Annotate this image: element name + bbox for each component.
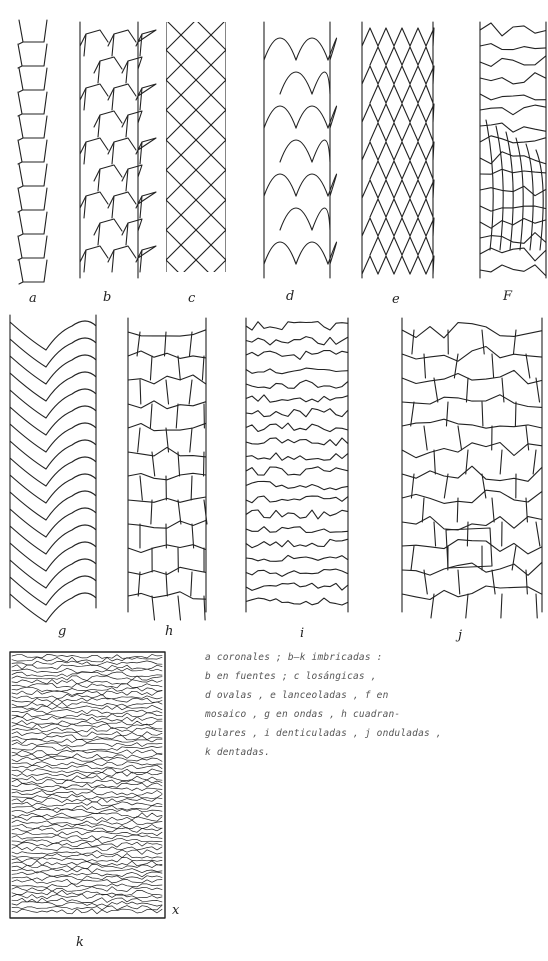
mark-x: x <box>172 903 179 918</box>
panel-h <box>128 318 207 620</box>
panel-d <box>264 22 337 278</box>
caption-line: b en fuentes ; c losángicas , <box>205 667 535 686</box>
panel-label-e: e <box>392 292 400 307</box>
panel-label-g: g <box>58 624 66 639</box>
panel-c <box>166 0 226 410</box>
caption-line: d ovalas , e lanceoladas , f en <box>205 686 535 705</box>
panel-e <box>362 22 434 278</box>
caption-line: mosaico , g en ondas , h cuadran- <box>205 705 535 724</box>
caption-line: a coronales ; b—k imbricadas : <box>205 648 535 667</box>
panel-label-a: a <box>29 291 37 306</box>
panel-k <box>10 652 165 918</box>
panel-g <box>10 315 96 622</box>
panel-label-j: j <box>458 628 462 643</box>
panel-label-i: i <box>300 626 304 641</box>
panel-label-f: F <box>503 289 512 304</box>
panel-f <box>480 22 546 278</box>
panel-a <box>18 20 47 284</box>
panel-i <box>246 318 348 612</box>
panel-label-c: c <box>188 291 195 306</box>
panel-label-b: b <box>103 290 111 305</box>
caption-line: gulares , i denticuladas , j onduladas , <box>205 724 535 743</box>
panel-j <box>402 318 542 618</box>
figure-caption: a coronales ; b—k imbricadas : b en fuen… <box>205 648 535 762</box>
caption-line: k dentadas. <box>205 743 535 762</box>
panel-label-k: k <box>76 935 84 950</box>
panel-label-d: d <box>286 289 294 304</box>
panel-label-h: h <box>165 624 173 639</box>
panel-b <box>80 22 156 278</box>
